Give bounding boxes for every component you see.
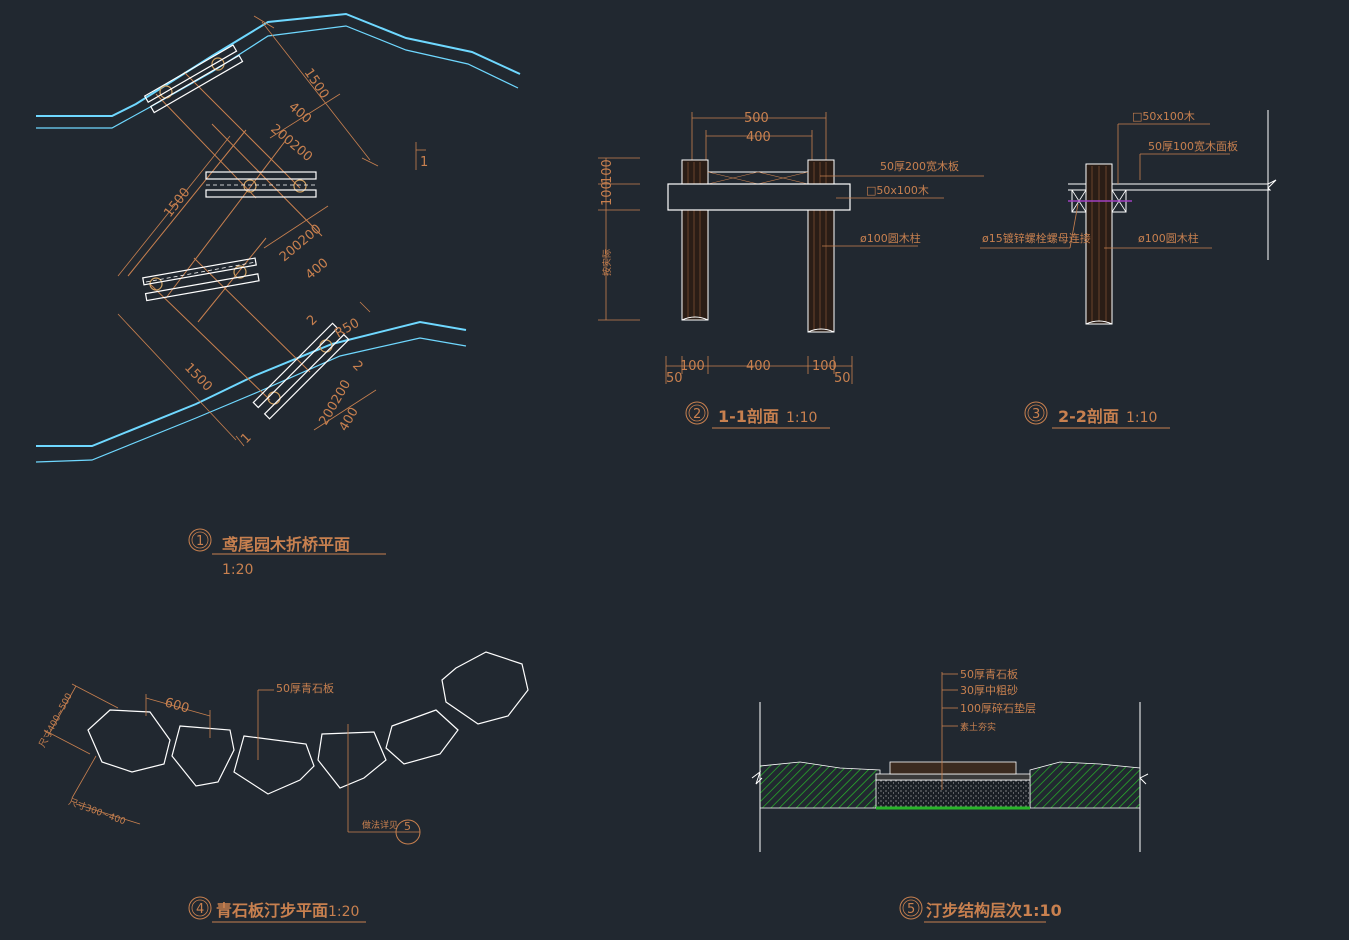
plan-dim-400-bottom: 400 <box>336 405 361 434</box>
plan-cut-2-top: 2 <box>304 312 320 328</box>
sec11-bot-50-right: 50 <box>834 371 851 386</box>
title-3: 3 2-2剖面 1:10 <box>1024 401 1170 429</box>
title-2: 2 1-1剖面 1:10 <box>685 401 830 429</box>
title-3-scale: 1:10 <box>1126 410 1157 426</box>
stepping-layer-section: 50厚青石板 30厚中粗砂 100厚碎石垫层 素土夯实 <box>751 667 1149 852</box>
title-5-text: 汀步结构层次1:10 <box>926 901 1062 920</box>
title-2-number: 2 <box>693 407 701 422</box>
river-bank-top <box>36 12 521 129</box>
title-2-scale: 1:10 <box>786 410 817 426</box>
layer-label-2: 30厚中粗砂 <box>960 684 1018 697</box>
sec11-bot-400: 400 <box>746 359 771 374</box>
title-4-text: 青石板汀步平面 <box>216 901 328 920</box>
title-3-number: 3 <box>1032 407 1040 422</box>
title-1-text: 鸢尾园木折桥平面 <box>222 535 350 554</box>
sec22-label-bolt: ø15镀锌螺栓螺母连接 <box>982 231 1091 245</box>
title-1-number: 1 <box>196 534 204 549</box>
stepping-label-ref: 做法详见 <box>362 819 398 831</box>
title-5-number: 5 <box>907 902 915 917</box>
sec11-dim-400: 400 <box>746 130 771 145</box>
plan-dim-1500-top: 1500 <box>301 66 332 102</box>
plan-dim-1500-bottom: 1500 <box>181 360 215 394</box>
sec11-label-plank: 50厚200宽木板 <box>880 159 959 173</box>
stepping-stones <box>87 651 529 795</box>
sec22-label-plank: 50厚100宽木面板 <box>1148 139 1238 153</box>
plan-cut-1-top: 1 <box>420 155 428 170</box>
layer-label-4: 素土夯实 <box>960 721 996 733</box>
title-1-scale: 1:20 <box>222 562 253 578</box>
bridge-plank-centerlines <box>145 184 316 283</box>
sec11-bot-100-left: 100 <box>680 359 705 374</box>
stepping-dim-600: 600 <box>163 695 191 716</box>
river-bank-bottom <box>35 320 467 463</box>
sec11-dim-500: 500 <box>744 111 769 126</box>
stepping-dim-size-b: 尺寸300~400 <box>67 796 128 828</box>
stepping-stones-plan: 尺寸400~500 600 尺寸300~400 50厚青石板 做法详见 5 <box>36 651 529 845</box>
bridge-planks <box>142 44 350 420</box>
section-1-1: 500 400 100 100 按实际 50厚200宽木板 □50x100木 ø… <box>598 111 984 386</box>
plan-cut-2-bottom: 2 <box>349 358 365 374</box>
section-2-2: □50x100木 50厚100宽木面板 ø15镀锌螺栓螺母连接 ø100圆木柱 <box>980 110 1277 325</box>
title-4: 4 青石板汀步平面 1:20 <box>188 896 366 923</box>
layer-label-3: 100厚碎石垫层 <box>960 701 1036 715</box>
title-4-number: 4 <box>196 902 204 917</box>
sec11-bot-100-right: 100 <box>812 359 837 374</box>
plan-dimension-lines <box>117 15 426 447</box>
stepping-ref-number: 5 <box>404 820 411 833</box>
sec22-label-beam: □50x100木 <box>1132 110 1195 123</box>
sec11-bot-50-left: 50 <box>666 371 683 386</box>
plan-dim-400: 400 <box>285 100 314 127</box>
sec11-left-depth: 按实际 <box>601 249 613 276</box>
plan-dim-200200-top: 200200 <box>267 122 315 165</box>
sec22-label-post: ø100圆木柱 <box>1138 231 1199 245</box>
plan-cut-1-bottom: 1 <box>238 430 254 446</box>
sec11-label-post: ø100圆木柱 <box>860 231 921 245</box>
sec11-label-beam: □50x100木 <box>866 184 929 197</box>
bridge-plan-view: 1500 400 200200 1500 200200 400 1500 200… <box>35 12 521 463</box>
sec11-left-100b: 100 <box>600 159 615 184</box>
title-1: 1 鸢尾园木折桥平面 1:20 <box>188 528 386 578</box>
title-2-text: 1-1剖面 <box>718 407 779 426</box>
bridge-deck-outline <box>127 71 323 401</box>
plan-dim-400-mid: 400 <box>303 256 332 283</box>
stepping-dim-size-a: 尺寸400~500 <box>36 691 75 750</box>
layer-label-1: 50厚青石板 <box>960 667 1018 681</box>
title-5: 5 汀步结构层次1:10 <box>899 896 1062 923</box>
stepping-label-stone: 50厚青石板 <box>276 681 334 695</box>
sec11-left-100a: 100 <box>600 181 615 206</box>
title-4-scale: 1:20 <box>328 904 359 920</box>
title-3-text: 2-2剖面 <box>1058 407 1119 426</box>
